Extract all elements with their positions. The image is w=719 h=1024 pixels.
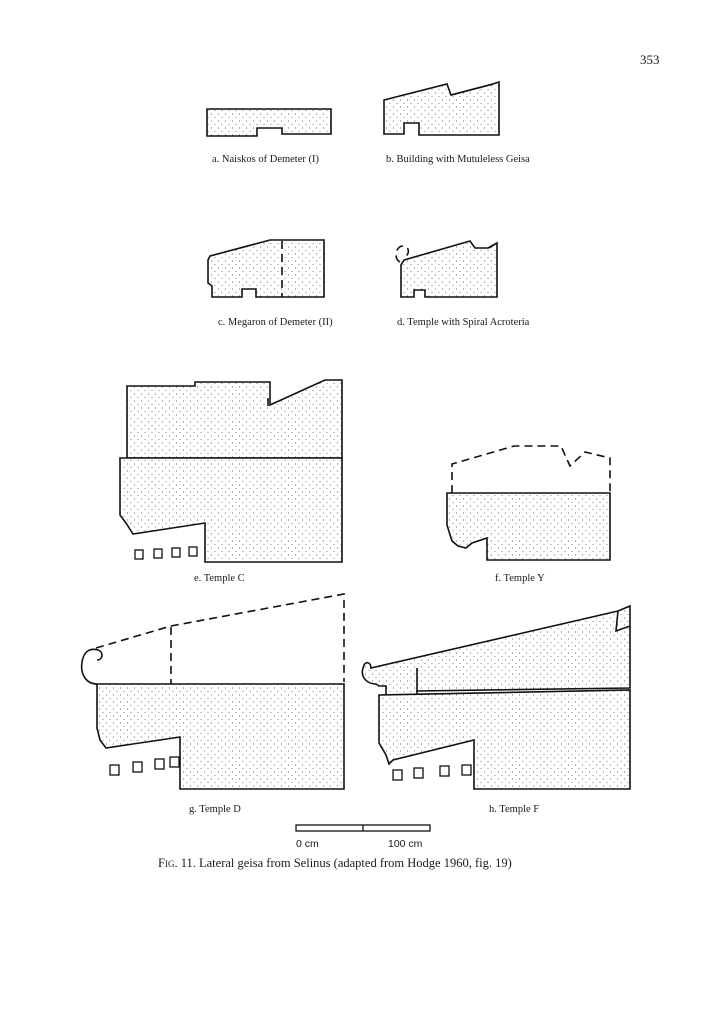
- scale-bar: [295, 824, 431, 832]
- profile-b-building-with-mutuleless-geisa: [383, 80, 500, 136]
- label-panel-c: c. Megaron of Demeter (II): [218, 317, 333, 328]
- label-panel-h: h. Temple F: [489, 804, 540, 815]
- page-number: 353: [640, 52, 660, 67]
- label-panel-d: d. Temple with Spiral Acroteria: [397, 317, 530, 328]
- caption-text: 11. Lateral geisa from Selinus (adapted …: [177, 856, 512, 870]
- profile-e-temple-c: [119, 379, 343, 563]
- label-panel-f: f. Temple Y: [495, 573, 545, 584]
- profile-g-temple-d: [80, 593, 345, 790]
- profile-c-megaron-of-demeter: [207, 239, 325, 298]
- profile-h-temple-f: [361, 604, 631, 790]
- label-panel-a: a. Naiskos of Demeter (I): [212, 154, 319, 165]
- figure-caption: Fig. 11. Lateral geisa from Selinus (ada…: [158, 856, 512, 871]
- profile-f-temple-y: [446, 445, 611, 561]
- label-panel-g: g. Temple D: [189, 804, 241, 815]
- scale-label-end: 100 cm: [388, 838, 423, 850]
- caption-fig-word: Fig.: [158, 856, 178, 870]
- profile-a-naiskos-of-demeter: [206, 108, 332, 137]
- scale-label-start: 0 cm: [296, 838, 319, 850]
- label-panel-b: b. Building with Mutuleless Geisa: [386, 154, 530, 165]
- label-panel-e: e. Temple C: [194, 573, 245, 584]
- profile-d-temple-with-spiral-acroteria: [395, 240, 498, 298]
